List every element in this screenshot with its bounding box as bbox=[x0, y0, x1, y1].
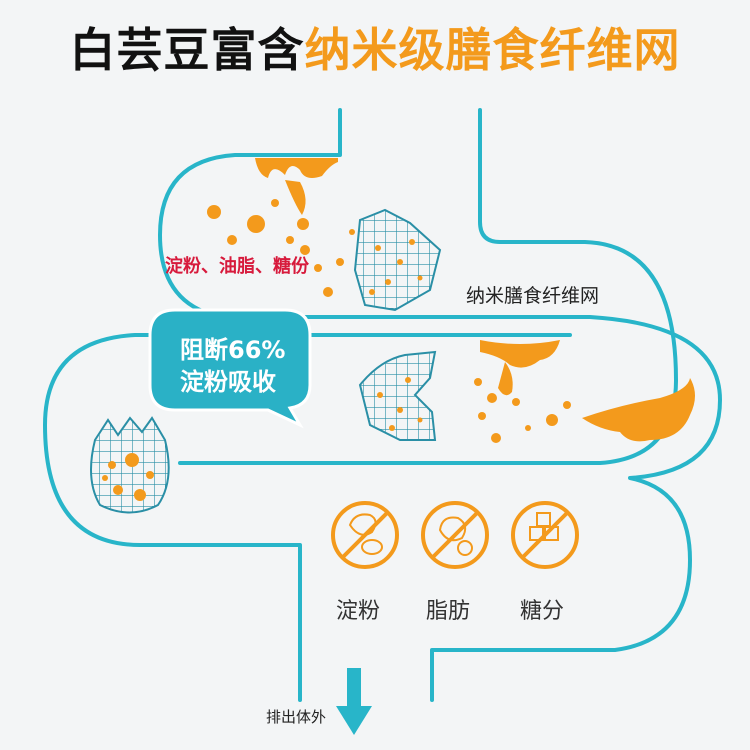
fat-label: 脂肪 bbox=[426, 599, 471, 624]
bubble-text-line1: 阻断66% bbox=[180, 336, 286, 364]
fiber-net-middle bbox=[358, 350, 437, 441]
bubble-text-line2: 淀粉吸收 bbox=[180, 368, 276, 396]
title-black-part: 白芸豆富含 bbox=[69, 23, 305, 77]
fiber-net-bag bbox=[90, 416, 170, 514]
starch-fat-sugar-label: 淀粉、油脂、糖份 bbox=[165, 256, 309, 277]
sugar-label: 糖分 bbox=[520, 599, 565, 624]
starch-icon bbox=[331, 501, 399, 569]
tube-wall-outer-top bbox=[158, 108, 722, 702]
title-orange-part: 纳米级膳食纤维网 bbox=[304, 23, 681, 77]
fat-icon bbox=[421, 501, 489, 569]
food-particles-top bbox=[207, 158, 355, 297]
food-particles-middle bbox=[474, 340, 695, 443]
page-title: 白芸豆富含纳米级膳食纤维网 bbox=[0, 14, 750, 80]
sugar-icon bbox=[511, 501, 579, 569]
arrow-down-icon bbox=[336, 668, 372, 735]
starch-label: 淀粉 bbox=[336, 599, 381, 624]
tube-wall-inner bbox=[178, 108, 678, 465]
speech-bubble bbox=[148, 308, 312, 429]
excrete-label: 排出体外 bbox=[266, 708, 327, 726]
fiber-net-top bbox=[353, 208, 442, 312]
tube-wall-left-bend bbox=[43, 333, 572, 702]
nano-fiber-net-label: 纳米膳食纤维网 bbox=[466, 285, 600, 307]
